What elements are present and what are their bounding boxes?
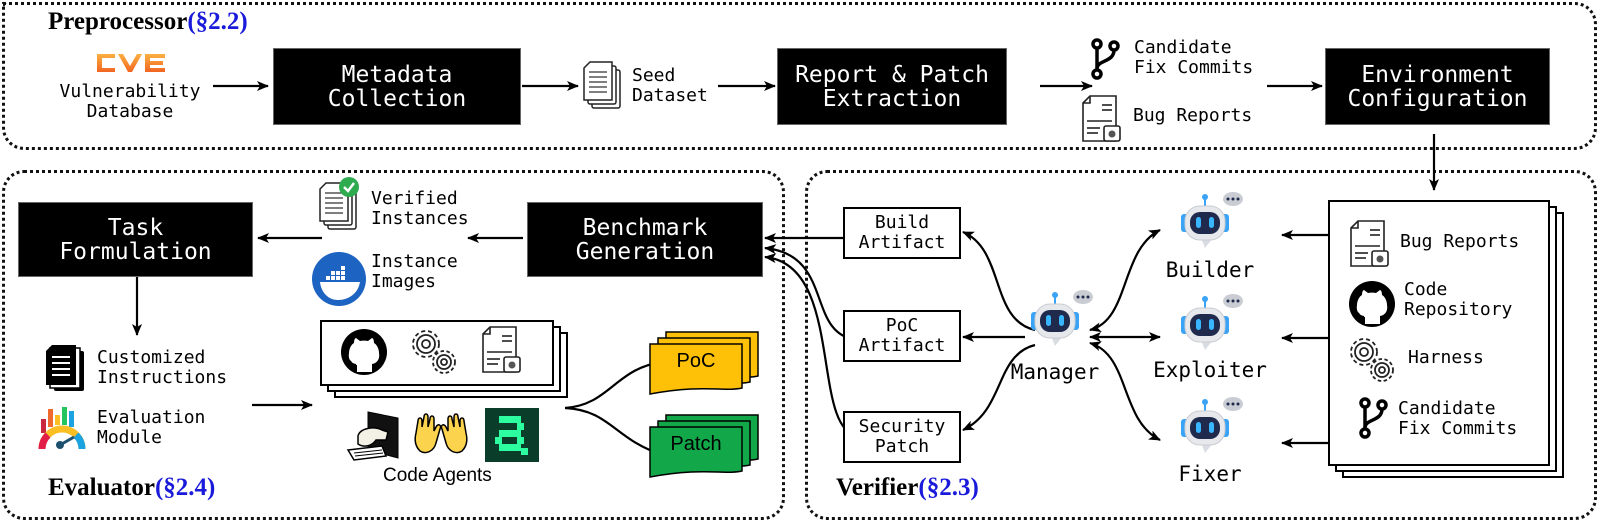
agent-terminal-logo-icon	[485, 408, 539, 466]
verifier-title: Verifier(§2.3)	[836, 474, 979, 501]
robot-icon	[1180, 293, 1244, 351]
preprocessor-title: Preprocessor(§2.2)	[48, 8, 248, 35]
cve-database-label: Vulnerability Database	[59, 81, 201, 122]
exploiter-label: Exploiter	[1153, 358, 1267, 382]
manager-agent[interactable]	[1025, 288, 1095, 354]
fixer-label: Fixer	[1178, 462, 1242, 486]
seed-dataset-label: Seed Dataset	[632, 65, 708, 106]
resource-bug-reports-label: Bug Reports	[1400, 231, 1520, 252]
cve-logo-icon	[97, 54, 165, 72]
fixer-agent[interactable]	[1175, 395, 1245, 461]
robot-icon	[1030, 289, 1094, 347]
evaluator-section-link[interactable]: (§2.4)	[154, 474, 216, 501]
builder-label: Builder	[1165, 258, 1255, 282]
candidate-fix-commits-label: Candidate Fix Commits	[1134, 37, 1254, 78]
patch-output-stack[interactable]: Patch	[649, 414, 762, 485]
poc-label: PoC	[676, 350, 716, 372]
computer-use-agent-icon	[346, 410, 404, 466]
resource-harness-label: Harness	[1408, 347, 1484, 368]
customized-instructions-label: Customized Instructions	[97, 347, 228, 388]
preprocessor-section-link[interactable]: (§2.2)	[187, 8, 248, 35]
cve-logo	[93, 50, 173, 76]
arrow-manager-to-build	[962, 230, 1036, 332]
patch-label: Patch	[670, 433, 722, 455]
evaluator-title: Evaluator(§2.4)	[48, 474, 216, 501]
instructions-icon	[44, 345, 88, 397]
instance-images-label: Instance Images	[371, 251, 458, 292]
exploiter-agent[interactable]	[1175, 292, 1245, 358]
gears-icon	[412, 330, 456, 374]
evaluator-panel	[2, 170, 785, 520]
bug-report-icon	[1350, 220, 1389, 267]
github-icon	[341, 329, 387, 375]
verifier-section-link[interactable]: (§2.3)	[918, 474, 979, 501]
verified-instances-icon	[316, 177, 366, 239]
arrow-agents-to-patch	[564, 406, 664, 457]
robot-icon	[1180, 191, 1244, 249]
evaluation-gauge-icon	[38, 405, 88, 455]
arrow-manager-to-patch	[962, 343, 1036, 431]
preprocessor-panel	[2, 2, 1597, 150]
seed-dataset-icon	[582, 61, 624, 116]
robot-icon	[1180, 396, 1244, 454]
check-badge-icon	[339, 177, 359, 197]
bug-report-icon	[1082, 95, 1124, 147]
arrow-manager-builder	[1089, 229, 1161, 333]
code-agents-label: Code Agents	[383, 465, 492, 486]
evaluation-module-label: Evaluation Module	[97, 407, 206, 448]
verifier-panel	[805, 170, 1597, 520]
git-branch-icon	[1359, 397, 1388, 439]
arrow-agents-to-poc	[564, 358, 664, 410]
resource-candidate-commits-label: Candidate Fix Commits	[1398, 398, 1518, 439]
bug-reports-label: Bug Reports	[1133, 105, 1253, 126]
builder-agent[interactable]	[1175, 190, 1245, 256]
raised-hands-icon	[412, 413, 470, 461]
manager-label: Manager	[1010, 360, 1100, 384]
poc-output-stack[interactable]: PoC	[649, 331, 762, 402]
gears-icon	[1350, 338, 1394, 382]
git-branch-icon	[1090, 38, 1120, 84]
docker-icon	[312, 252, 368, 312]
bug-report-icon	[482, 326, 521, 373]
resource-code-repository-label: Code Repository	[1404, 279, 1513, 320]
verified-instances-label: Verified Instances	[371, 188, 469, 229]
arrow-poc-to-generation	[764, 244, 859, 342]
github-icon	[1349, 281, 1395, 327]
arrow-manager-fixer	[1089, 341, 1161, 441]
